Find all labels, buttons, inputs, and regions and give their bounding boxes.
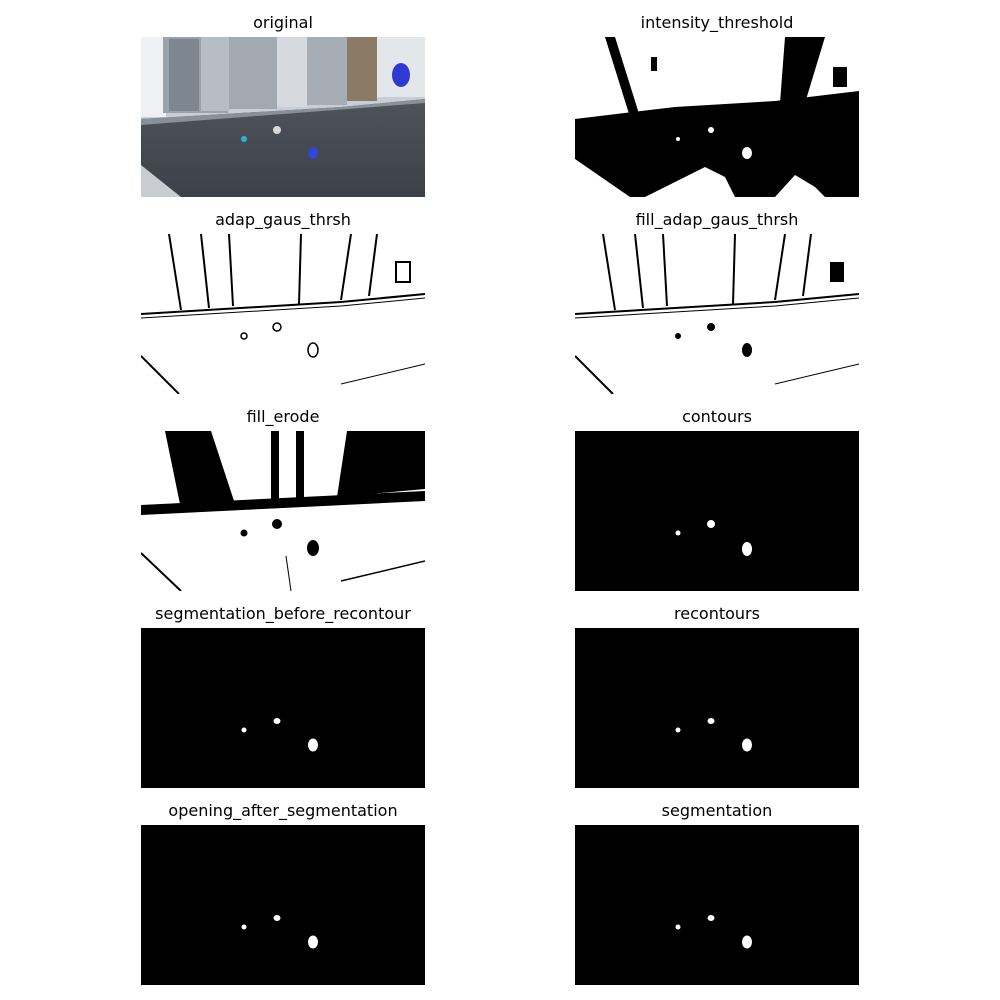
panel-recontours: recontours (567, 602, 867, 792)
panel-adap-gaus-thrsh: adap_gaus_thrsh (133, 208, 433, 398)
panel-fill-erode: fill_erode (133, 405, 433, 595)
panel-title: intensity_threshold (640, 13, 794, 32)
panel-original: original (133, 11, 433, 201)
panel-title: original (253, 13, 313, 32)
panel-segmentation-before-recontour: segmentation_before_recontour (133, 602, 433, 792)
recontours-image (575, 628, 859, 788)
original-image (141, 37, 425, 197)
panel-title: fill_erode (246, 407, 320, 426)
panel-title: opening_after_segmentation (168, 801, 398, 820)
panel-opening-after-segmentation: opening_after_segmentation (133, 799, 433, 989)
panel-title: segmentation (661, 801, 773, 820)
intensity-threshold-image (575, 37, 859, 197)
segmentation-image (575, 825, 859, 985)
panel-title: fill_adap_gaus_thrsh (635, 210, 799, 229)
panel-intensity-threshold: intensity_threshold (567, 11, 867, 201)
panel-title: adap_gaus_thrsh (215, 210, 351, 229)
contours-image (575, 431, 859, 591)
original-photo (141, 37, 425, 197)
panel-title: segmentation_before_recontour (155, 604, 411, 623)
panel-contours: contours (567, 405, 867, 595)
fill-erode-image (141, 431, 425, 591)
panel-segmentation: segmentation (567, 799, 867, 989)
opening-after-segmentation-image (141, 825, 425, 985)
panel-title: contours (682, 407, 752, 426)
segmentation-before-recontour-image (141, 628, 425, 788)
adap-gaus-thrsh-image (141, 234, 425, 394)
panel-fill-adap-gaus-thrsh: fill_adap_gaus_thrsh (567, 208, 867, 398)
fill-adap-gaus-thrsh-image (575, 234, 859, 394)
panel-title: recontours (674, 604, 760, 623)
